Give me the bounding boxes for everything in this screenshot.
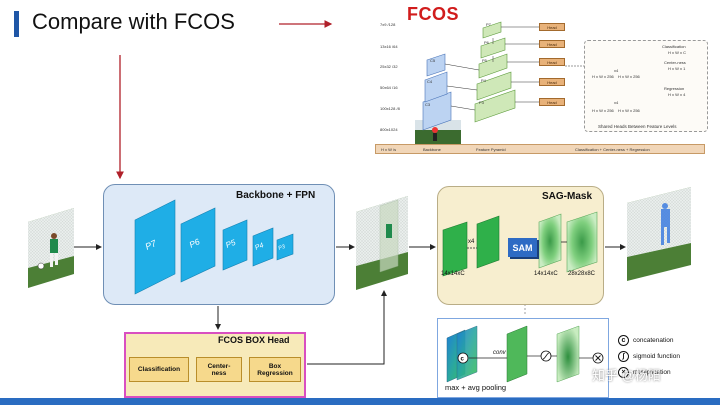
- sam-conv-label: conv: [493, 350, 506, 356]
- fcos-p4-block: [476, 71, 512, 101]
- proposal-image: [356, 196, 408, 290]
- fcos-head-box: Head: [539, 58, 565, 66]
- fcos-backbone-label: C4: [427, 79, 433, 84]
- fcos-bottom-backbone: Backbone: [423, 147, 441, 152]
- sag-mask-block: [566, 211, 598, 273]
- sag-mask-label: SAG-Mask: [542, 191, 593, 202]
- fcos-dim-label: H x W x 256: [618, 108, 640, 113]
- fcos-backbone-label: C5: [430, 58, 436, 63]
- box-head-centerness: Center- ness: [196, 357, 242, 382]
- fcos-pyramid-label: P4: [481, 78, 486, 83]
- box-head-regression: Box Regression: [249, 357, 301, 382]
- sam-detail-drawing: c: [446, 325, 604, 383]
- sag-mask-block: [538, 213, 562, 269]
- fcos-pyramid-label: P6: [484, 40, 489, 45]
- fpn-p5-block: [222, 219, 248, 271]
- fcos-head-box: Head: [539, 23, 565, 31]
- sag-x4-label: x4: [468, 239, 475, 245]
- fcos-head-box: Head: [539, 98, 565, 106]
- legend-multiplication: multiplication: [633, 369, 671, 376]
- fcos-centerness-label: Center-ness: [664, 60, 686, 65]
- fcos-head-box: Head: [539, 40, 565, 48]
- input-image: [28, 208, 74, 288]
- fpn-p5-label: P5: [224, 238, 237, 250]
- fpn-p7-label: P7: [144, 238, 159, 252]
- fpn-p6-label: P6: [188, 236, 202, 250]
- fcos-p6-block: [480, 37, 506, 59]
- sag-dim-mid: 14x14xC: [534, 271, 558, 277]
- box-head-classification: Classification: [129, 357, 189, 382]
- slide-title: Compare with FCOS: [32, 9, 235, 34]
- legend-sigmoid: sigmoid function: [633, 353, 680, 360]
- fcos-classification-dim: H x W x C: [668, 50, 686, 55]
- fcos-shared-heads-caption: Shared Heads Between Feature Levels: [598, 124, 677, 129]
- arrow-boxhead-to-proposal: [307, 290, 387, 365]
- fcos-bottom-pyramid: Feature Pyramid: [476, 147, 506, 152]
- sam-pooling-label: max + avg pooling: [445, 383, 507, 392]
- fcos-pyramid-label: P3: [479, 100, 484, 105]
- fpn-p3-block: [276, 233, 294, 261]
- fcos-dim-label: H x W x 256: [592, 108, 614, 113]
- fpn-p7-block: [134, 199, 176, 295]
- fcos-c5-block: [426, 53, 446, 77]
- title-accent-bar: [14, 11, 19, 37]
- fpn-p4-label: P4: [254, 242, 265, 252]
- fcos-size-label: 25x32 /32: [380, 64, 398, 69]
- fcos-shared-heads-box: [584, 40, 708, 132]
- fcos-centerness-dim: H x W x 1: [668, 66, 686, 71]
- fcos-pyramid-label: P7: [486, 22, 491, 27]
- fcos-p7-block: [482, 21, 502, 39]
- sam-block: SAM: [508, 238, 537, 257]
- output-image: [627, 187, 691, 281]
- legend-concatenation: concatenation: [633, 337, 674, 344]
- fpn-p3-label: P3: [278, 244, 287, 252]
- fcos-bottom-bar: [375, 144, 705, 154]
- fcos-bottom-right: Classification + Center-ness + Regressio…: [575, 147, 650, 152]
- fcos-p3-block: [474, 89, 516, 123]
- fcos-size-label: 100x128 /8: [380, 106, 400, 111]
- fcos-figure-title: FCOS: [407, 4, 460, 24]
- fcos-x4-label: x4: [614, 68, 619, 73]
- sag-feature-block: [476, 215, 500, 269]
- multiplication-icon: ×: [618, 367, 629, 378]
- fcos-size-label: 800x1024: [380, 127, 398, 132]
- fcos-backbone-label: C3: [425, 102, 431, 107]
- fcos-bottom-left: H x W /s: [381, 147, 397, 152]
- fcos-head-box: Head: [539, 78, 565, 86]
- fpn-p6-block: [180, 207, 216, 283]
- svg-text:c: c: [461, 357, 465, 363]
- fcos-box-head-label: FCOS BOX Head: [218, 335, 290, 345]
- fcos-size-label: 7x9 /128: [380, 22, 396, 27]
- sigmoid-icon: ∫: [618, 351, 629, 362]
- fcos-size-label: 13x16 /64: [380, 44, 398, 49]
- sag-mask-blocks: [442, 211, 598, 277]
- fcos-regression-label: Regression: [664, 86, 685, 91]
- fcos-p5-block: [478, 53, 508, 79]
- fcos-architecture-drawing: [415, 21, 645, 146]
- fcos-x4-label: x4: [614, 100, 619, 105]
- sag-dim-right: 28x28x8C: [568, 271, 596, 277]
- sag-feature-block: [442, 221, 468, 277]
- sag-dim-left: 14x14xC: [441, 271, 465, 277]
- watermark: 知乎 @杨阳: [592, 368, 661, 383]
- fcos-dim-label: H x W x 256: [618, 74, 640, 79]
- fcos-size-label: 50x64 /16: [380, 85, 398, 90]
- fcos-c4-block: [424, 71, 448, 103]
- fpn-p4-block: [252, 227, 274, 267]
- fcos-pyramid-label: P5: [482, 58, 487, 63]
- concatenation-icon: c: [618, 335, 629, 346]
- fcos-regression-dim: H x W x 4: [668, 92, 686, 97]
- fcos-dim-label: H x W x 256: [592, 74, 614, 79]
- fcos-classification-label: Classification: [662, 44, 686, 49]
- backbone-fpn-label: Backbone + FPN: [236, 190, 316, 201]
- bottom-accent-strip: [0, 398, 720, 405]
- fpn-levels: P7 P6 P5 P4 P3: [134, 199, 294, 295]
